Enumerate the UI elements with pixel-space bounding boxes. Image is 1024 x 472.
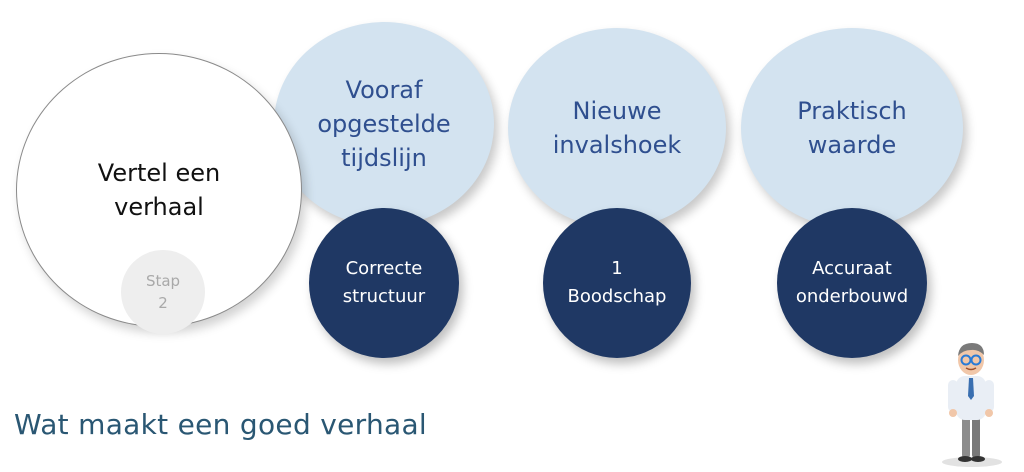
main-step-label: Vertel een verhaal bbox=[97, 159, 221, 221]
pillar-bottom-circle-3: Accuraat onderbouwd bbox=[777, 208, 927, 358]
pillar-top-circle-2: Nieuwe invalshoek bbox=[508, 28, 726, 228]
pillar-top-label-2: Nieuwe invalshoek bbox=[552, 97, 682, 159]
pillar-bottom-label-2: 1 Boodschap bbox=[567, 258, 667, 307]
pillar-top-label-1: Vooraf opgestelde tijdslijn bbox=[317, 76, 451, 172]
main-step-circle: Vertel een verhaal Stap 2 bbox=[16, 53, 302, 334]
slide-title: Wat maakt een goed verhaal bbox=[14, 408, 427, 441]
pillar-top-circle-1: Vooraf opgestelde tijdslijn bbox=[274, 22, 494, 226]
pillar-bottom-circle-1: Correcte structuur bbox=[309, 208, 459, 358]
step-badge-label: Stap 2 bbox=[145, 272, 181, 312]
pillar-bottom-label-1: Correcte structuur bbox=[342, 258, 426, 307]
pillar-top-label-3: Praktisch waarde bbox=[797, 97, 907, 159]
pillar-bottom-circle-2: 1 Boodschap bbox=[543, 208, 691, 358]
pillar-top-circle-3: Praktisch waarde bbox=[741, 28, 963, 228]
step-badge: Stap 2 bbox=[121, 250, 205, 334]
presenter-character-icon bbox=[942, 343, 1002, 467]
pillar-bottom-label-3: Accuraat onderbouwd bbox=[795, 258, 909, 307]
